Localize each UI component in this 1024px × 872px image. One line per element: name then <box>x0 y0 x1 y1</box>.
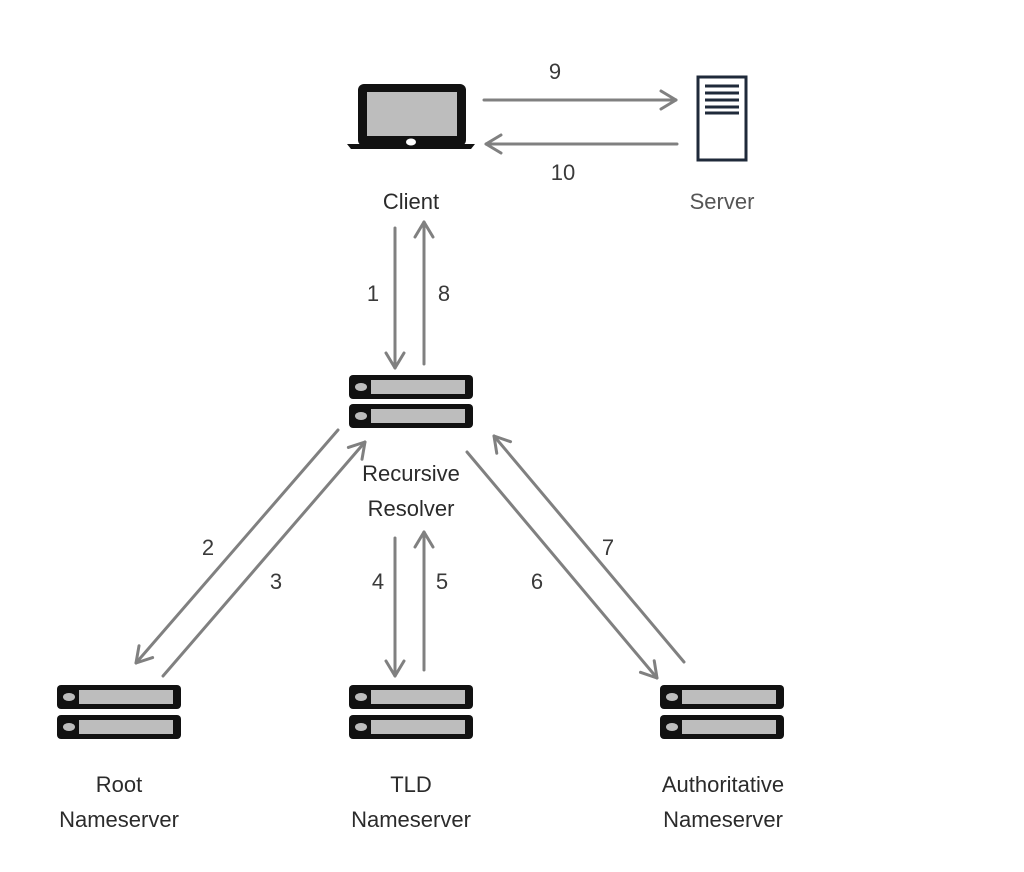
arrow-2-resolver-to-root <box>134 428 340 665</box>
root-label-line2: Nameserver <box>59 807 179 832</box>
step-number-8: 8 <box>437 281 451 306</box>
step-number-5: 5 <box>435 569 449 594</box>
resolver-label: Recursive Resolver <box>321 456 501 526</box>
server-label: Server <box>689 189 755 214</box>
root-nameserver-label: Root Nameserver <box>29 767 209 837</box>
authoritative-nameserver-label: Authoritative Nameserver <box>623 767 823 837</box>
resolver-rack-icon <box>349 375 473 428</box>
tld-label-line2: Nameserver <box>351 807 471 832</box>
step-number-9: 9 <box>548 59 562 84</box>
step-number-3: 3 <box>269 569 283 594</box>
arrow-3-root-to-resolver <box>161 440 367 678</box>
server-tower-icon <box>696 75 748 162</box>
root-label-line1: Root <box>95 772 143 797</box>
arrow-7-authoritative-to-resolver <box>492 434 686 664</box>
step-number-6: 6 <box>530 569 544 594</box>
authoritative-nameserver-rack-icon <box>660 685 784 739</box>
resolver-label-line1: Recursive <box>362 461 460 486</box>
step-number-7: 7 <box>601 535 615 560</box>
authoritative-label-line2: Nameserver <box>663 807 783 832</box>
step-number-2: 2 <box>201 535 215 560</box>
resolver-label-line2: Resolver <box>367 496 455 521</box>
tld-label-line1: TLD <box>390 772 432 797</box>
tld-nameserver-rack-icon <box>349 685 473 739</box>
arrow-6-resolver-to-authoritative <box>465 450 659 680</box>
root-nameserver-rack-icon <box>57 685 181 739</box>
laptop-icon <box>347 84 475 149</box>
step-number-10: 10 <box>550 160 576 185</box>
client-label: Client <box>382 189 440 214</box>
tld-nameserver-label: TLD Nameserver <box>321 767 501 837</box>
authoritative-label-line1: Authoritative <box>661 772 785 797</box>
step-number-1: 1 <box>366 281 380 306</box>
step-number-4: 4 <box>371 569 385 594</box>
